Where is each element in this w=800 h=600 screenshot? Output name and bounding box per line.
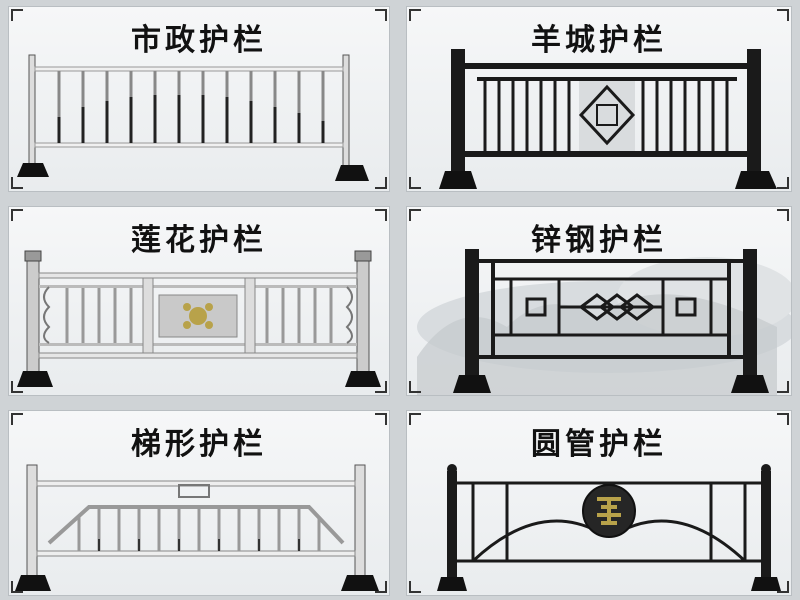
round-tube-fence-illustration bbox=[437, 464, 781, 591]
zinc-steel-fence-illustration bbox=[453, 249, 769, 393]
corner-ornament bbox=[409, 177, 421, 189]
municipal-fence-illustration bbox=[17, 54, 369, 181]
corner-ornament bbox=[777, 177, 789, 189]
panel-zinc-steel-fence: 锌钢护栏 bbox=[406, 206, 792, 396]
panel-title: 锌钢护栏 bbox=[531, 223, 667, 258]
corner-ornament bbox=[375, 413, 387, 425]
panel-title: 羊城护栏 bbox=[531, 23, 667, 58]
corner-ornament bbox=[11, 413, 23, 425]
corner-ornament bbox=[409, 209, 421, 221]
corner-ornament bbox=[409, 413, 421, 425]
panel-yangcheng-fence: 羊城护栏 bbox=[406, 6, 792, 192]
trapezoid-fence-illustration bbox=[15, 464, 379, 591]
corner-ornament bbox=[11, 177, 23, 189]
corner-ornament bbox=[375, 177, 387, 189]
panel-municipal-fence: 市政护栏 bbox=[8, 6, 390, 192]
panel-title: 梯形护栏 bbox=[131, 427, 267, 462]
corner-ornament bbox=[375, 381, 387, 393]
corner-ornament bbox=[777, 209, 789, 221]
corner-ornament bbox=[777, 413, 789, 425]
panel-trapezoid-fence: 梯形护栏 bbox=[8, 410, 390, 596]
panel-title: 莲花护栏 bbox=[131, 223, 267, 258]
corner-ornament bbox=[375, 209, 387, 221]
corner-ornament bbox=[409, 581, 421, 593]
corner-ornament bbox=[11, 9, 23, 21]
panel-title: 圆管护栏 bbox=[531, 427, 667, 462]
corner-ornament bbox=[777, 9, 789, 21]
panel-lotus-fence: 莲花护栏 bbox=[8, 206, 390, 396]
corner-ornament bbox=[11, 381, 23, 393]
corner-ornament bbox=[11, 581, 23, 593]
corner-ornament bbox=[409, 9, 421, 21]
panel-title: 市政护栏 bbox=[131, 23, 267, 58]
panel-round-tube-fence: 圆管护栏 bbox=[406, 410, 792, 596]
corner-ornament bbox=[375, 9, 387, 21]
corner-ornament bbox=[777, 381, 789, 393]
corner-ornament bbox=[777, 581, 789, 593]
corner-ornament bbox=[375, 581, 387, 593]
corner-ornament bbox=[11, 209, 23, 221]
corner-ornament bbox=[409, 381, 421, 393]
yangcheng-fence-illustration bbox=[439, 49, 777, 189]
lotus-fence-illustration bbox=[17, 250, 381, 387]
